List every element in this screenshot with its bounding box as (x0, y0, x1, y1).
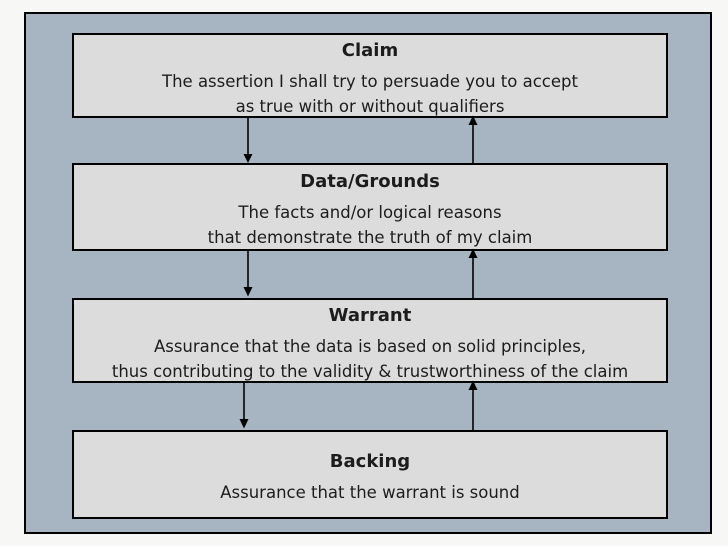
box-claim: Claim The assertion I shall try to persu… (72, 33, 668, 118)
box-claim-body-line: The assertion I shall try to persuade yo… (162, 71, 578, 91)
box-warrant: Warrant Assurance that the data is based… (72, 298, 668, 383)
down-arrow-icon (243, 251, 253, 297)
box-claim-title: Claim (341, 39, 399, 61)
up-arrow-icon (468, 115, 478, 163)
box-claim-body-line: as true with or without qualifiers (235, 96, 505, 116)
down-arrow-icon (243, 118, 253, 163)
box-data-grounds: Data/Grounds The facts and/or logical re… (72, 163, 668, 251)
up-arrow-icon (468, 248, 478, 298)
box-data-grounds-body-line: The facts and/or logical reasons (238, 203, 502, 222)
box-warrant-body-line: Assurance that the data is based on soli… (153, 336, 587, 356)
up-arrow-icon (468, 380, 478, 430)
diagram-panel: Claim The assertion I shall try to persu… (24, 12, 712, 534)
box-backing: Backing Assurance that the warrant is so… (72, 430, 668, 519)
box-backing-body-line: Assurance that the warrant is sound (220, 483, 520, 502)
box-backing-title: Backing (329, 451, 411, 472)
box-data-grounds-title: Data/Grounds (300, 171, 440, 192)
box-warrant-title: Warrant (328, 304, 412, 326)
down-arrow-icon (239, 383, 249, 429)
box-data-grounds-body-line: that demonstrate the truth of my claim (207, 228, 533, 247)
box-warrant-body-line: thus contributing to the validity & trus… (111, 361, 629, 381)
